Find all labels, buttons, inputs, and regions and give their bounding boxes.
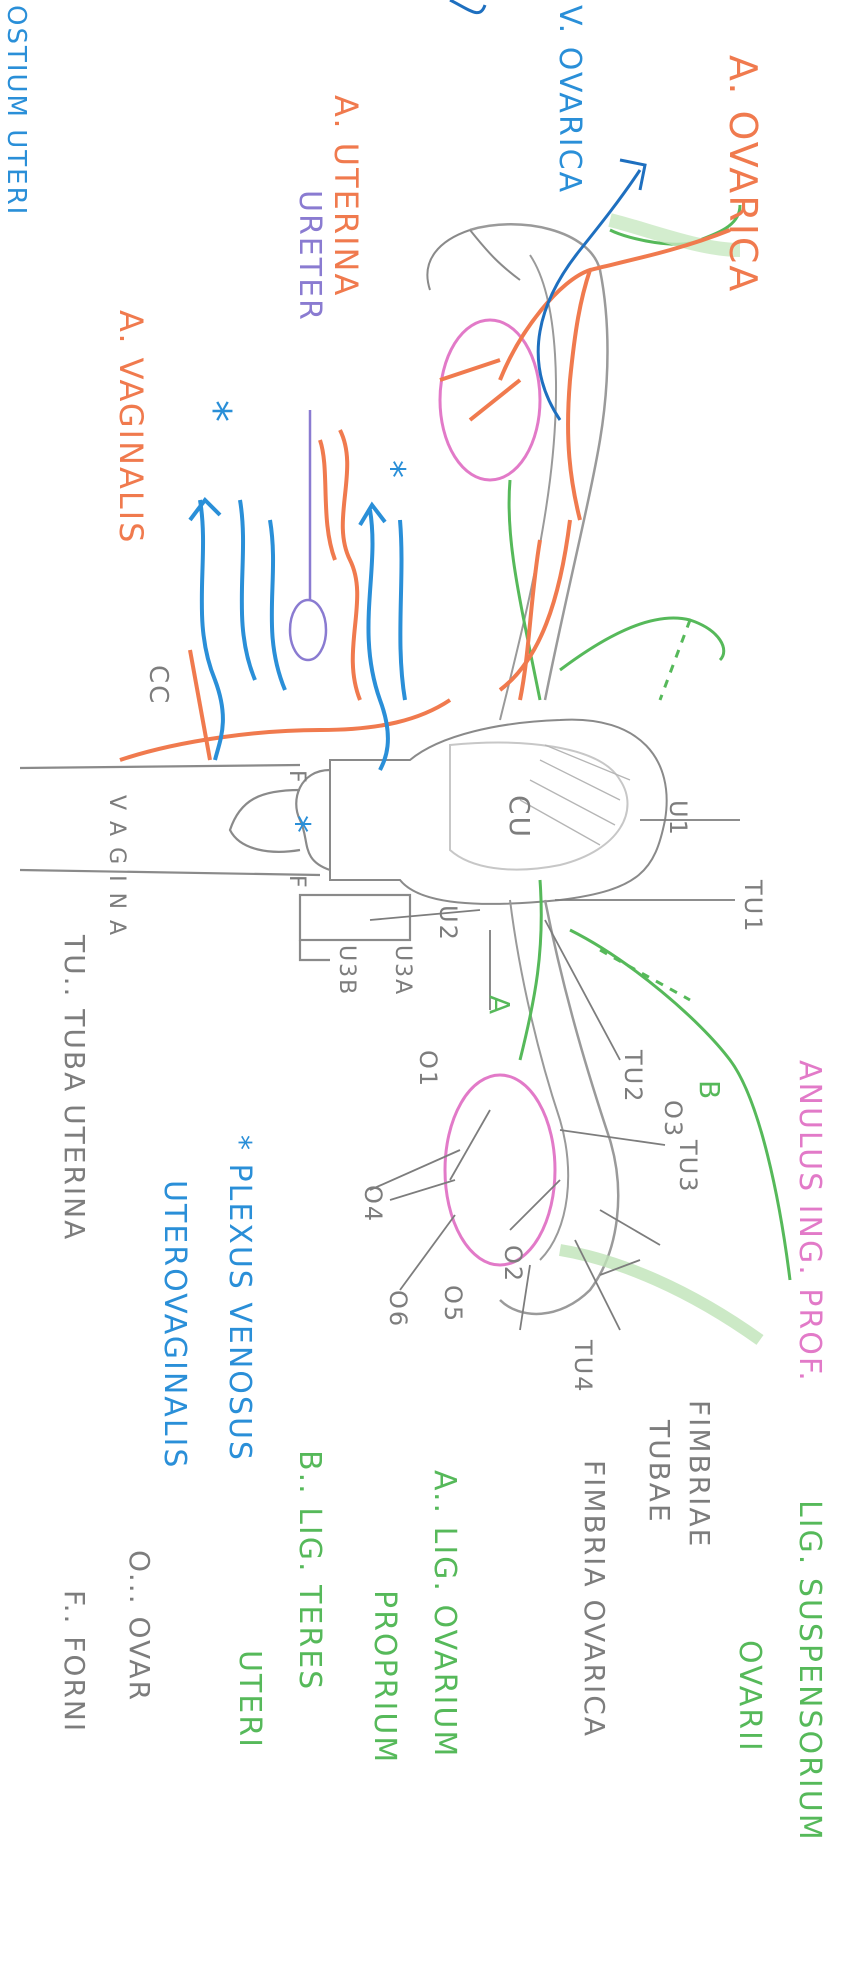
label-o5: O5 [439, 1285, 467, 1323]
label-u3b: U3B [334, 945, 359, 996]
label-lig-suspensorium: Lig. suspensorium [792, 1500, 827, 1842]
label-vagina: V A G I N A [104, 795, 129, 937]
label-legend-ovar: O... ovar [123, 1550, 156, 1702]
label-lig-suspensorium-ovarii: ovarii [732, 1640, 767, 1753]
label-tu4: TU4 [569, 1339, 597, 1394]
label-u3a: U3A [390, 945, 415, 996]
label-legend-forni: F.. forni [58, 1590, 91, 1733]
label-o3: O3 [659, 1100, 687, 1138]
label-lig-ovarium: A.. Lig. ovarium [427, 1470, 462, 1758]
label-lig-ovarium-proprium: proprium [367, 1590, 402, 1764]
label-b-mark: B [693, 1080, 726, 1101]
cervix-and-vagina [19, 763, 412, 962]
label-star-1: * [189, 400, 240, 424]
label-anulus: Anulus ing. prof. [792, 1060, 827, 1383]
leader-lines [369, 819, 740, 1331]
label-plexus-uterovaginalis: uterovaginalis [157, 1180, 192, 1469]
label-f-lower: F [284, 875, 309, 890]
left-tube-and-ovary [426, 223, 609, 721]
label-a-mark: A [483, 995, 516, 1016]
ureter-line [288, 410, 328, 662]
label-o6: O6 [384, 1290, 412, 1328]
right-tube-and-ovary [443, 899, 620, 1316]
label-tu2: TU2 [619, 1049, 647, 1104]
label-o1: O1 [414, 1050, 442, 1088]
ovarian-artery [439, 228, 731, 692]
green-ligaments [507, 204, 792, 1345]
label-o2: O2 [499, 1245, 527, 1283]
label-star-3: * [276, 815, 317, 835]
label-u1: U1 [664, 800, 692, 837]
label-plexus-venosus: * Plexus venosus [222, 1135, 257, 1462]
label-fimbriae-tubae: tubae [643, 1419, 676, 1524]
label-lig-teres-uteri: uteri [232, 1650, 267, 1749]
vaginal-venous-plexus [188, 496, 407, 771]
label-cc: CC [143, 665, 173, 705]
label-ureter: Ureter [292, 190, 327, 322]
label-cu: CU [503, 795, 536, 839]
label-legend-tuba: TU.. Tuba uterina [58, 934, 91, 1241]
uterine-artery [119, 429, 542, 762]
label-u2: U2 [434, 905, 462, 942]
label-a-vaginalis: A. vaginalis [112, 310, 150, 544]
uterus-body [329, 718, 668, 905]
label-f-upper: F [284, 770, 309, 785]
label-fimbria-ovarica: Fimbria ovarica [578, 1460, 611, 1738]
label-tu3: TU3 [674, 1139, 702, 1194]
label-tu1: TU1 [739, 879, 767, 934]
ovarian-vein [449, 0, 647, 421]
label-fimbriae: Fimbriae [683, 1400, 716, 1548]
label-v-ovarica: V. ovarica [552, 5, 587, 194]
label-o4: O4 [359, 1185, 387, 1223]
label-a-uterina: A. uterina [327, 95, 365, 297]
label-lig-teres: B.. Lig. teres [292, 1450, 327, 1691]
label-star-2: * [371, 460, 412, 480]
label-a-ovarica: A. ovarica [721, 55, 765, 293]
label-ostium-uteri: Ostium uteri [1, 5, 31, 216]
